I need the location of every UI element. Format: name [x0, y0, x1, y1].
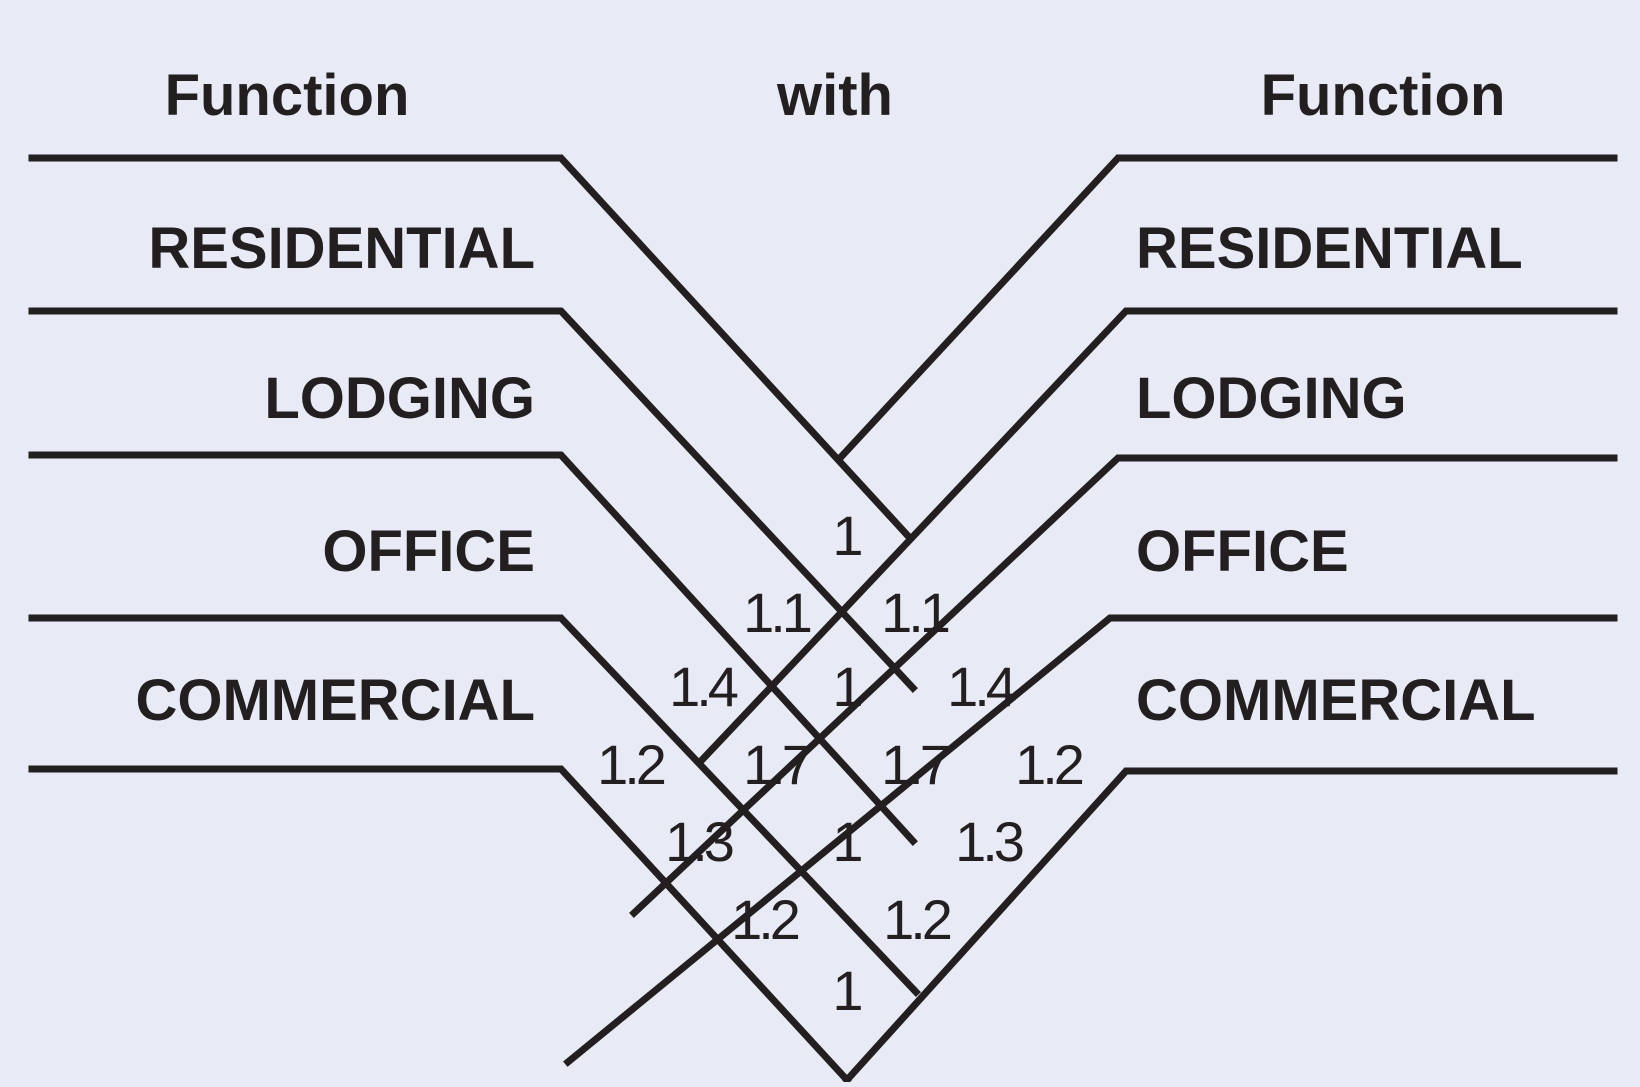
left-label-office: OFFICE	[322, 519, 535, 584]
left-rule-1	[28, 154, 914, 542]
left-label-commercial: COMMERCIAL	[135, 668, 535, 733]
left-heading: Function	[165, 63, 410, 128]
cell-value-residential-residential: 1	[832, 504, 861, 567]
cell-value-commercial-lodging: 1.3	[955, 810, 1023, 873]
right-heading: Function	[1261, 63, 1506, 128]
right-label-lodging: LODGING	[1136, 366, 1407, 431]
cell-value-office-residential: 1.4	[947, 655, 1016, 718]
cell-value-lodging-office: 1.7	[743, 733, 811, 796]
cell-value-lodging-commercial: 1.3	[665, 810, 733, 873]
left-rule-5	[28, 765, 852, 1085]
left-rule-2	[28, 307, 918, 693]
right-rule-4	[563, 614, 1618, 1067]
cell-value-residential-office: 1.4	[669, 655, 738, 718]
cell-value-commercial-office: 1.2	[883, 888, 951, 951]
right-label-office: OFFICE	[1136, 519, 1349, 584]
cell-value-residential-lodging: 1.1	[743, 581, 811, 644]
right-rule-5	[842, 767, 1618, 1085]
right-rule-1	[835, 154, 1618, 463]
right-rule-2	[696, 307, 1618, 766]
cell-value-residential-commercial: 1.2	[597, 733, 665, 796]
cell-value-office-lodging: 1.7	[881, 733, 949, 796]
cell-value-office-office: 1	[832, 810, 861, 873]
cell-value-office-commercial: 1.2	[731, 888, 799, 951]
left-rule-3	[28, 451, 918, 846]
cell-value-lodging-residential: 1.1	[881, 581, 949, 644]
left-label-lodging: LODGING	[264, 366, 535, 431]
right-rule-3	[629, 454, 1618, 918]
left-label-residential: RESIDENTIAL	[148, 216, 535, 281]
cell-value-commercial-commercial: 1	[832, 959, 861, 1022]
cell-value-commercial-residential: 1.2	[1015, 733, 1083, 796]
right-label-residential: RESIDENTIAL	[1136, 216, 1523, 281]
left-rule-4	[28, 614, 921, 997]
cell-value-lodging-lodging: 1	[832, 655, 861, 718]
center-heading: with	[776, 63, 893, 128]
right-label-commercial: COMMERCIAL	[1136, 668, 1536, 733]
